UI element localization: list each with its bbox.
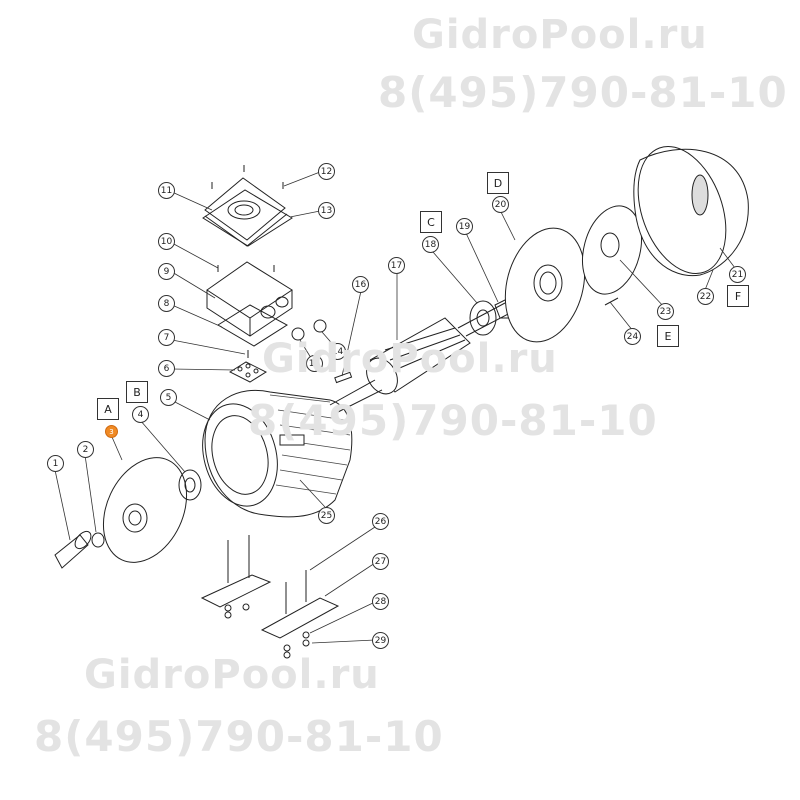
washer-28 bbox=[302, 631, 310, 639]
callout-18[interactable]: 18 bbox=[422, 236, 439, 253]
lid-gasket bbox=[202, 189, 293, 247]
callout-24[interactable]: 24 bbox=[624, 328, 641, 345]
mounting-foot-right bbox=[260, 570, 340, 639]
callout-1[interactable]: 1 bbox=[47, 455, 64, 472]
group-label-d: D bbox=[487, 172, 509, 194]
callout-3-highlighted[interactable]: 3 bbox=[105, 425, 118, 438]
callout-12[interactable]: 12 bbox=[318, 163, 335, 180]
callout-4[interactable]: 4 bbox=[132, 406, 149, 423]
shaft-cap bbox=[54, 530, 92, 569]
callout-17[interactable]: 17 bbox=[388, 257, 405, 274]
stator-housing bbox=[202, 389, 353, 518]
leader-lines bbox=[54, 171, 736, 644]
mounting-foot-left bbox=[200, 535, 272, 608]
callout-19[interactable]: 19 bbox=[456, 218, 473, 235]
terminal-block bbox=[228, 350, 268, 383]
plug-14 bbox=[313, 319, 327, 333]
callout-21[interactable]: 21 bbox=[729, 266, 746, 283]
callout-14[interactable]: 14 bbox=[329, 343, 346, 360]
callout-7[interactable]: 7 bbox=[158, 329, 175, 346]
rear-end-shield bbox=[504, 227, 586, 343]
callout-13[interactable]: 13 bbox=[318, 202, 335, 219]
box-gasket bbox=[217, 304, 288, 347]
callout-16[interactable]: 16 bbox=[352, 276, 369, 293]
shaft-key bbox=[334, 371, 353, 384]
callout-5[interactable]: 5 bbox=[160, 389, 177, 406]
oil-seal bbox=[91, 532, 105, 548]
callout-8[interactable]: 8 bbox=[158, 295, 175, 312]
callout-15[interactable]: 15 bbox=[306, 355, 323, 372]
callout-27[interactable]: 27 bbox=[372, 553, 389, 570]
fan-cover bbox=[633, 145, 749, 277]
group-label-a: A bbox=[97, 398, 119, 420]
front-end-shield bbox=[102, 457, 188, 563]
callout-6[interactable]: 6 bbox=[158, 360, 175, 377]
callout-29[interactable]: 29 bbox=[372, 632, 389, 649]
group-label-e: E bbox=[657, 325, 679, 347]
terminal-box-lid bbox=[204, 165, 288, 247]
callout-10[interactable]: 10 bbox=[158, 233, 175, 250]
callout-11[interactable]: 11 bbox=[158, 182, 175, 199]
callout-9[interactable]: 9 bbox=[158, 263, 175, 280]
rear-bearing bbox=[469, 300, 497, 336]
terminal-box bbox=[206, 261, 293, 337]
callout-22[interactable]: 22 bbox=[697, 288, 714, 305]
callout-26[interactable]: 26 bbox=[372, 513, 389, 530]
screw-24 bbox=[604, 297, 619, 306]
front-bearing bbox=[178, 469, 202, 501]
rotor bbox=[329, 302, 513, 413]
cooling-fan bbox=[582, 205, 642, 295]
callout-23[interactable]: 23 bbox=[657, 303, 674, 320]
group-label-b: B bbox=[126, 381, 148, 403]
callout-2[interactable]: 2 bbox=[77, 441, 94, 458]
callout-28[interactable]: 28 bbox=[372, 593, 389, 610]
group-label-f: F bbox=[727, 285, 749, 307]
nut-29 bbox=[302, 639, 310, 647]
plug-15 bbox=[291, 327, 305, 341]
callout-20[interactable]: 20 bbox=[492, 196, 509, 213]
group-label-c: C bbox=[420, 211, 442, 233]
callout-25[interactable]: 25 bbox=[318, 507, 335, 524]
